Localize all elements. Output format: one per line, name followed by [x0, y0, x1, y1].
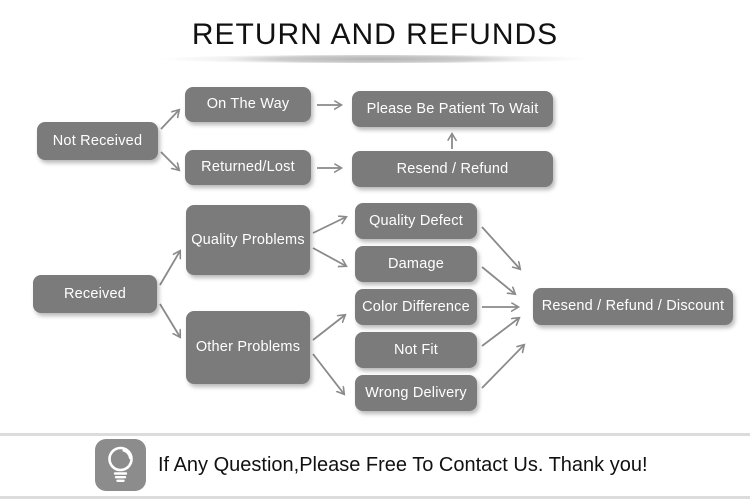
node-received: Received	[33, 275, 157, 313]
node-other-problems: Other Problems	[186, 311, 310, 384]
node-not-fit: Not Fit	[355, 332, 477, 368]
node-please-be-patient: Please Be Patient To Wait	[352, 91, 553, 127]
connector-quality-problems-to-quality-defect	[312, 217, 346, 234]
node-returned-lost: Returned/Lost	[185, 150, 311, 185]
connector-damage-to-final	[481, 266, 515, 294]
connector-other-problems-to-color-difference	[312, 315, 345, 341]
lightbulb-icon	[95, 439, 146, 491]
connector-received-to-quality-problems	[159, 251, 180, 286]
footer-note: If Any Question,Please Free To Contact U…	[95, 439, 648, 491]
node-wrong-delivery: Wrong Delivery	[355, 375, 477, 411]
title-underline-shadow	[158, 55, 592, 63]
connector-other-problems-to-wrong-delivery	[312, 353, 344, 394]
footer-top-divider	[0, 433, 750, 436]
node-not-received: Not Received	[37, 122, 158, 160]
node-on-the-way: On The Way	[185, 87, 311, 122]
connector-not-received-to-on-the-way	[160, 110, 179, 130]
connector-wrong-delivery-to-final	[481, 345, 524, 389]
connector-quality-defect-to-final	[481, 226, 520, 269]
connector-not-fit-to-final	[481, 318, 519, 347]
connector-quality-problems-to-damage	[312, 247, 346, 266]
footer-message: If Any Question,Please Free To Contact U…	[158, 453, 648, 476]
node-quality-problems: Quality Problems	[186, 205, 310, 275]
node-resend-refund-discount: Resend / Refund / Discount	[533, 288, 733, 325]
node-quality-defect: Quality Defect	[355, 203, 477, 239]
node-color-difference: Color Difference	[355, 289, 477, 325]
node-resend-refund: Resend / Refund	[352, 151, 553, 187]
node-damage: Damage	[355, 246, 477, 282]
page-title: RETURN AND REFUNDS	[191, 18, 559, 51]
connector-not-received-to-returned-lost	[160, 151, 179, 170]
connector-received-to-other-problems	[159, 303, 180, 337]
footer-bottom-divider	[0, 496, 750, 499]
